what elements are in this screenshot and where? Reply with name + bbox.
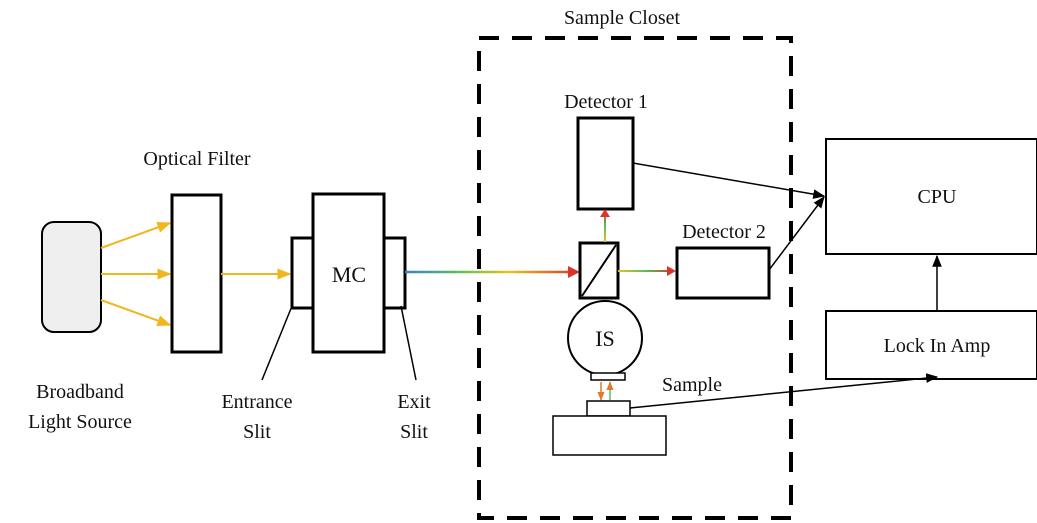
detector2 [675, 246, 771, 300]
light-source [41, 221, 102, 333]
entrance-slit-label-line2: Slit [243, 421, 271, 443]
sample-stage [552, 415, 667, 456]
detector1 [576, 116, 635, 211]
sample [586, 400, 631, 417]
entrance-slit-label-line1: Entrance [221, 391, 292, 413]
optical-filter [170, 193, 223, 354]
exit-slit-label-line2: Slit [400, 421, 428, 443]
exit-slit-label-line1: Exit [397, 391, 431, 413]
monochromator-label: MC [332, 262, 366, 287]
lock-in-amp-label: Lock In Amp [884, 335, 991, 357]
light-ray-down [100, 299, 172, 326]
optical-filter-label: Optical Filter [143, 148, 251, 170]
sample-closet-label: Sample Closet [564, 7, 681, 29]
integrating-sphere-label: IS [595, 326, 615, 351]
lock-in-amp-box [825, 310, 1037, 380]
monochromatic-beam-arrowhead [568, 266, 580, 278]
entrance-slit [290, 236, 315, 310]
cpu-label: CPU [918, 186, 957, 208]
entrance-slit-leader [261, 305, 293, 381]
sample-label: Sample [662, 374, 722, 396]
exit-slit-leader [400, 305, 417, 381]
broadband-label-line2: Light Source [28, 411, 132, 433]
beam-to-detector2-arrowhead [667, 266, 676, 276]
broadband-label-line1: Broadband [36, 381, 124, 403]
exit-slit [382, 236, 407, 310]
beam-splitter-diagonal [581, 244, 617, 297]
wire-sample-to-lockin [629, 373, 939, 409]
sphere-port [590, 372, 626, 381]
wire-detector2-to-cpu [768, 196, 825, 271]
light-ray-up [100, 222, 172, 249]
beam-to-detector1-arrowhead [600, 209, 610, 217]
cpu-box [825, 138, 1037, 255]
detector2-label: Detector 2 [682, 221, 766, 243]
detector1-label: Detector 1 [564, 91, 648, 113]
wire-detector1-to-cpu [632, 162, 826, 199]
